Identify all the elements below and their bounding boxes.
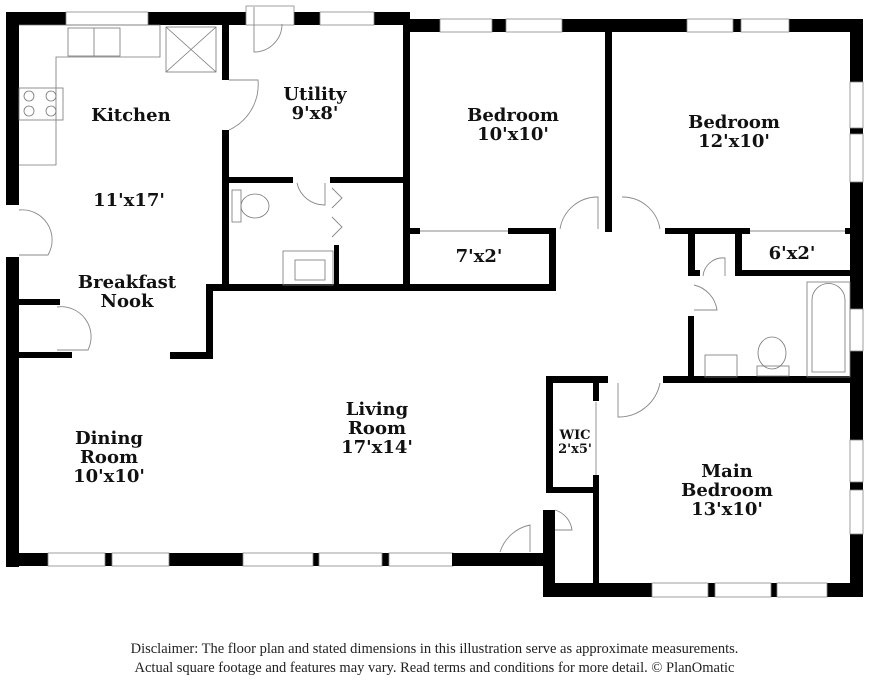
bedroom-3-dims: 12'x10'	[698, 130, 770, 152]
main-bedroom-name-1: Main	[701, 461, 753, 482]
breakfast-nook-label: Breakfast Nook	[77, 272, 177, 312]
dining-room-name-1: Dining	[74, 428, 144, 449]
bedroom-3-name: Bedroom	[688, 112, 780, 133]
living-room-name-2: Room	[347, 417, 407, 439]
main-bedroom-dims: 13'x10'	[691, 498, 763, 520]
kitchen-dims: 11'x17'	[93, 190, 165, 211]
disclaimer: Disclaimer: The floor plan and stated di…	[0, 640, 869, 678]
wic-name: WIC	[559, 428, 591, 443]
wic-dims: 2'x5'	[558, 441, 592, 457]
living-room-dims: 17'x14'	[341, 436, 413, 458]
dining-room-label: Dining Room 10'x10'	[73, 428, 145, 487]
fixtures	[18, 24, 851, 378]
closet-3-dims: 6'x2'	[768, 243, 816, 264]
utility-dims: 9'x8'	[291, 102, 339, 124]
bedroom-2-label: Bedroom 10'x10'	[467, 105, 559, 145]
wic-label: WIC 2'x5'	[558, 429, 592, 456]
disclaimer-line-1: Disclaimer: The floor plan and stated di…	[130, 641, 739, 657]
utility-label: Utility 9'x8'	[283, 84, 347, 124]
disclaimer-line-2: Actual square footage and features may v…	[134, 660, 735, 676]
dining-room-dims: 10'x10'	[73, 465, 145, 487]
bedroom-2-name: Bedroom	[467, 105, 559, 126]
main-bedroom-name-2: Bedroom	[681, 479, 773, 501]
living-room-name-1: Living	[345, 399, 409, 420]
living-room-label: Living Room 17'x14'	[341, 399, 413, 458]
kitchen-label: Kitchen	[91, 105, 171, 126]
main-bedroom-label: Main Bedroom 13'x10'	[681, 461, 773, 520]
closet-2-dims: 7'x2'	[455, 246, 503, 267]
kitchen-name: Kitchen	[91, 105, 171, 126]
floor-plan	[6, 5, 864, 598]
doors	[18, 7, 845, 553]
breakfast-nook-name-1: Breakfast	[77, 272, 177, 293]
windows	[6, 5, 864, 598]
interior-walls	[19, 12, 855, 589]
utility-name: Utility	[283, 84, 347, 105]
breakfast-nook-name-2: Nook	[100, 290, 154, 312]
bedroom-3-label: Bedroom 12'x10'	[688, 112, 780, 152]
dining-room-name-2: Room	[79, 446, 139, 468]
bedroom-2-dims: 10'x10'	[477, 123, 549, 145]
